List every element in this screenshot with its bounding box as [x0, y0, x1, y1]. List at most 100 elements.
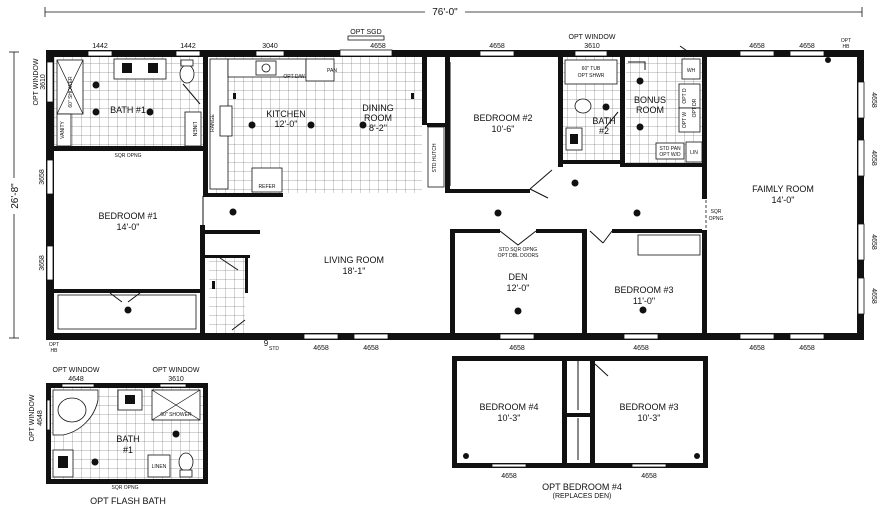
pan-label: PAN	[327, 68, 337, 74]
window-label: 4658	[313, 345, 329, 352]
window-label: 4658	[799, 43, 815, 50]
optdw-label: OPT D/W	[283, 74, 305, 80]
flash-opt-window-2: OPT WINDOW	[153, 367, 200, 374]
window-label: 1442	[180, 43, 196, 50]
opt-w-label: OPT W	[682, 112, 688, 129]
window-label: 4658	[749, 345, 765, 352]
window-4658-r3	[857, 223, 865, 261]
tub-label: 60" TUB	[582, 66, 601, 72]
window-label: 4658	[509, 345, 525, 352]
flash-bath-caption: OPT FLASH BATH	[90, 496, 166, 506]
window-3610-left	[46, 61, 54, 103]
den-details	[499, 230, 537, 315]
flash-opt-window-1: OPT WINDOW	[53, 367, 100, 374]
range-label: RANGE	[210, 113, 216, 131]
living-name: LIVING ROOM	[324, 255, 384, 265]
window-label: 4658	[870, 150, 877, 166]
window-label: 4658	[870, 288, 877, 304]
window-1442-a	[87, 50, 113, 57]
window-label: 4658	[749, 43, 765, 50]
refer-label: REFER	[259, 184, 276, 190]
right-windows	[857, 81, 865, 315]
linen-closet	[184, 111, 202, 147]
window-4658-r2	[857, 139, 865, 177]
overall-width-dimension: 76'-0"	[44, 5, 863, 18]
opng-label: OPNG	[709, 216, 724, 222]
bedroom2-name: BEDROOM #2	[473, 113, 532, 123]
window-4658-b3	[499, 333, 535, 340]
window-3658-l1	[46, 159, 54, 195]
window-4658-b4	[623, 333, 659, 340]
bath2-fixtures	[564, 59, 619, 151]
bonus-fixtures	[628, 45, 703, 163]
window-1442-b	[175, 50, 201, 57]
opt-shower-label: OPT SHWR	[578, 73, 605, 79]
vanity	[56, 113, 72, 147]
sqr-opng-label: SQR OPNG	[115, 153, 142, 159]
optbed3-size: 10'-3"	[638, 413, 661, 423]
window-4658-b5	[739, 333, 775, 340]
optbed-caption: OPT BEDROOM #4	[542, 482, 622, 492]
window-label: 4658	[489, 43, 505, 50]
optbed-window-1: 4658	[501, 473, 517, 480]
window-label: 3658	[39, 169, 46, 185]
kitchen-fixtures	[209, 58, 445, 193]
window-3040	[255, 50, 285, 57]
window-4658-bed2	[479, 50, 515, 57]
opt-sgd-symbol	[347, 35, 385, 41]
overall-depth-label: 26'-8"	[10, 183, 21, 209]
bedroom3-name: BEDROOM #3	[614, 285, 673, 295]
bonus-name2: ROOM	[636, 105, 664, 115]
hutch-label: STD HUTCH	[432, 143, 438, 172]
bedroom1-details	[57, 196, 204, 330]
linen-label: LINEN	[191, 122, 197, 137]
window-4658-r4	[857, 277, 865, 315]
opt-window-label: OPT WINDOW	[569, 34, 616, 41]
dining-name: DINING	[362, 103, 394, 113]
window-3658-l2	[46, 245, 54, 281]
optbed4-size: 10'-3"	[498, 413, 521, 423]
dining-size: 8'-2"	[369, 123, 387, 133]
range	[219, 105, 233, 137]
top-windows	[87, 49, 825, 57]
flash-bath-name: BATH	[116, 434, 139, 444]
family-size: 14'-0"	[772, 195, 795, 205]
opt-window-left-label: OPT WINDOW	[33, 58, 40, 105]
dining-name2: ROOM	[364, 113, 392, 123]
window-label: 3610	[40, 74, 47, 90]
opt-d-label: OPT D	[682, 88, 688, 104]
opt-washer	[678, 107, 701, 133]
sink-bowl	[148, 63, 158, 73]
entry-tile-floor	[209, 258, 245, 336]
left-windows	[46, 61, 54, 281]
refrigerator	[251, 167, 283, 193]
window-label: 3658	[39, 255, 46, 271]
window-label: 4658	[870, 234, 877, 250]
sink-bowl	[122, 63, 132, 73]
flash-window-3610: 3610	[168, 376, 184, 383]
kitchen-name: KITCHEN	[266, 109, 306, 119]
closet	[637, 234, 701, 256]
double-sink	[113, 58, 167, 80]
window-label: 4658	[363, 345, 379, 352]
opt-flash-bath	[46, 383, 208, 484]
opt-bedroom4	[452, 356, 708, 468]
g-label: 9	[264, 339, 269, 348]
opt-sgd-label: OPT SGD	[350, 29, 381, 36]
living-size: 18'-1"	[343, 266, 366, 276]
bedroom2-details	[449, 62, 553, 199]
hose-bib	[825, 57, 831, 63]
window-4658-b6	[789, 333, 825, 340]
bath2-name: BATH	[592, 116, 615, 126]
wh-label: WH	[687, 68, 696, 74]
optbed-caption2: (REPLACES DEN)	[553, 493, 612, 500]
water-heater	[681, 58, 701, 80]
window-3610	[574, 50, 608, 57]
window-4658-r1	[857, 81, 865, 119]
optbed3-name: BEDROOM #3	[619, 402, 678, 412]
pantry	[305, 58, 335, 82]
sqr-label: SQR	[711, 209, 722, 215]
vanity-label: VANITY	[60, 120, 66, 138]
std-pan-label: STD PAN	[659, 146, 681, 152]
